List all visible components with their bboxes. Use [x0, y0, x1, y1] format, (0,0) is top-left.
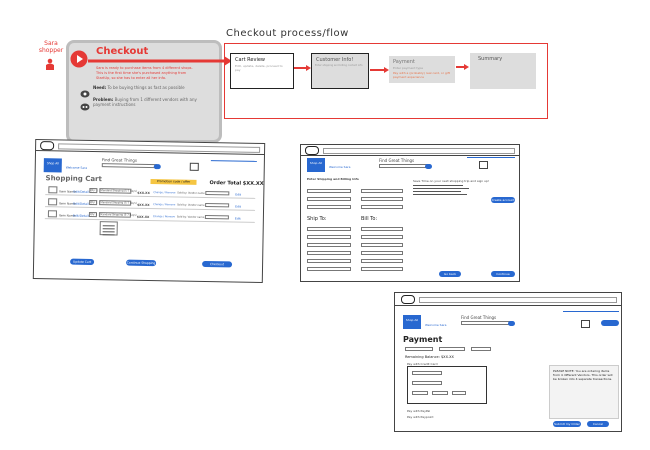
qty-select[interactable]: Qty: 1: [88, 211, 98, 218]
pay-option-paypal[interactable]: Pay with PayPal: [407, 409, 431, 413]
cancel-button[interactable]: Cancel: [587, 421, 609, 427]
table-row: Item Name Edit/Details Qty: 1 Standard S…: [44, 210, 255, 223]
pay-option-paypoint[interactable]: Pay with Paypoint: [407, 415, 434, 419]
shipping-select[interactable]: Standard Shipping (5-7 days): [99, 200, 137, 206]
flow-step-summary: Summary: [470, 53, 536, 89]
page-title: Payment: [403, 335, 443, 344]
flow-title: Checkout process/flow: [226, 28, 349, 39]
product-image-icon: [48, 186, 58, 194]
bill-to-label: Bill To:: [361, 216, 378, 222]
nav-shop-all[interactable]: Shop All: [43, 158, 62, 173]
cart-icon[interactable]: [189, 162, 199, 171]
flow-step-cart-review: Cart Review Edit, update, delete, procee…: [230, 53, 294, 89]
product-image-icon: [47, 210, 57, 218]
need-note: Need: To be buying things as fast as pos…: [93, 85, 185, 90]
problem-icon: [80, 96, 90, 111]
vendor-note: PLEASE NOTE: You are ordering items from…: [549, 365, 619, 419]
search-button[interactable]: [508, 321, 515, 326]
flow-step-customer-info: Customer Info! Enter shipping and billin…: [311, 53, 369, 89]
table-row: Item Name Edit/Details Qty: 1 Standard S…: [45, 198, 256, 211]
change-remove-link[interactable]: Change / Remove: [152, 215, 176, 219]
qty-select[interactable]: Qty: 1: [89, 187, 98, 194]
logo-icon: [40, 141, 55, 151]
shipping-select[interactable]: Standard Shipping (5-7 days): [98, 212, 137, 218]
checkout-button[interactable]: Checkout: [202, 260, 233, 268]
pay-option-credit-card[interactable]: Pay with Credit Card: [407, 362, 438, 366]
remaining-balance: Remaining Balance: $XX.XX: [405, 355, 454, 359]
table-row: Item Name Edit/Details Qty: 1 Standard S…: [45, 186, 256, 199]
order-total: Order Total $XX.XX: [209, 180, 264, 187]
search-button[interactable]: [425, 164, 432, 169]
ship-to-label: Ship To:: [307, 216, 327, 222]
continue-button[interactable]: Continue: [491, 271, 515, 277]
checkout-card: [66, 40, 222, 143]
customer-info-wireframe: Shop All Welcome Sara Find Great Things …: [300, 144, 520, 282]
flow-step-payment: Payment Enter payment type Pay with a (p…: [389, 56, 455, 83]
checkout-nav-button[interactable]: [601, 320, 619, 326]
play-icon: [70, 50, 88, 68]
promo-code-input[interactable]: Promotion code / offer: [150, 179, 197, 185]
cart-icon[interactable]: [479, 161, 488, 169]
cart-wireframe: Shop All Welcome Sara Find Great Things …: [32, 139, 266, 283]
persona-name: Sara shopper: [38, 40, 64, 54]
search-input[interactable]: [461, 321, 511, 325]
logo-icon: [401, 295, 415, 304]
problem-note: Problem: Buying from 1 different vendors…: [93, 97, 197, 107]
nav-shop-all[interactable]: Shop All: [403, 315, 421, 329]
signup-title: Save Time on your next shopping trip and…: [413, 179, 490, 183]
flow-step-arrow-icon: [370, 67, 389, 73]
qty-select[interactable]: Qty: 1: [89, 199, 98, 206]
continue-shopping-button[interactable]: Continue Shopping: [126, 259, 157, 267]
go-back-button[interactable]: Go back: [439, 271, 461, 277]
shipping-dropdown-menu[interactable]: [99, 221, 118, 236]
greeting-link[interactable]: Welcome Sara: [425, 323, 447, 327]
update-cart-button[interactable]: Update Cart: [70, 258, 95, 266]
search-button[interactable]: [153, 164, 161, 170]
logo-icon: [305, 146, 319, 155]
need-icon: [80, 83, 90, 98]
shipping-select[interactable]: Standard Shipping (5-7 days): [99, 188, 137, 194]
page-title: Shopping Cart: [45, 174, 102, 184]
change-remove-link[interactable]: Change / Remove: [153, 203, 176, 207]
section-title: Enter Shipping and Billing Info: [307, 177, 359, 181]
search-label: Find Great Things: [461, 315, 497, 320]
flow-container: [224, 43, 548, 119]
submit-order-button[interactable]: Submit my Order: [553, 421, 581, 427]
flow-step-arrow-icon: [456, 64, 469, 70]
cart-icon[interactable]: [581, 320, 590, 328]
search-input[interactable]: [101, 163, 157, 169]
change-remove-link[interactable]: Change / Remove: [153, 191, 176, 195]
create-account-button[interactable]: Create account: [491, 197, 515, 203]
greeting-link[interactable]: Welcome Sara: [65, 165, 88, 170]
search-input[interactable]: [379, 164, 429, 168]
credit-card-form: [407, 366, 487, 404]
greeting-link[interactable]: Welcome Sara: [329, 165, 351, 169]
flow-step-arrow-icon: [294, 65, 311, 71]
payment-wireframe: Shop All Welcome Sara Find Great Things …: [394, 292, 622, 432]
checkout-description: Sara is ready to purchase items from 4 d…: [96, 66, 193, 80]
persona-avatar-icon: [45, 56, 55, 70]
search-label: Find Great Things: [101, 157, 138, 163]
product-image-icon: [48, 198, 58, 206]
flow-arrow-icon: [88, 56, 232, 66]
nav-shop-all[interactable]: Shop All: [307, 158, 325, 172]
checkout-title: Checkout: [96, 46, 149, 57]
search-label: Find Great Things: [379, 158, 415, 163]
